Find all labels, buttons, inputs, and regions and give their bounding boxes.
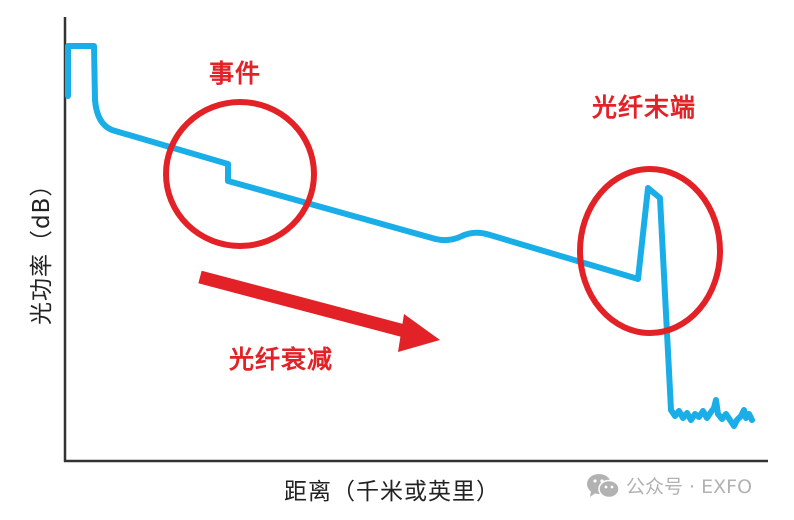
otdr-trace xyxy=(65,43,674,413)
watermark: 公众号 · EXFO xyxy=(586,472,752,499)
attenuation-label: 光纤衰减 xyxy=(229,345,334,374)
noise-floor xyxy=(668,397,755,429)
watermark-text: 公众号 · EXFO xyxy=(626,476,753,498)
y-axis-label: 光功率（dB） xyxy=(29,172,55,325)
fiber-end-ellipse xyxy=(577,166,723,336)
attenuation-arrow-icon xyxy=(198,270,440,352)
x-axis-label: 距离（千米或英里） xyxy=(284,479,500,505)
wechat-icon xyxy=(587,473,620,498)
fiber-end-label: 光纤末端 xyxy=(592,93,697,122)
event-label: 事件 xyxy=(209,59,262,88)
event-circle xyxy=(163,99,317,249)
